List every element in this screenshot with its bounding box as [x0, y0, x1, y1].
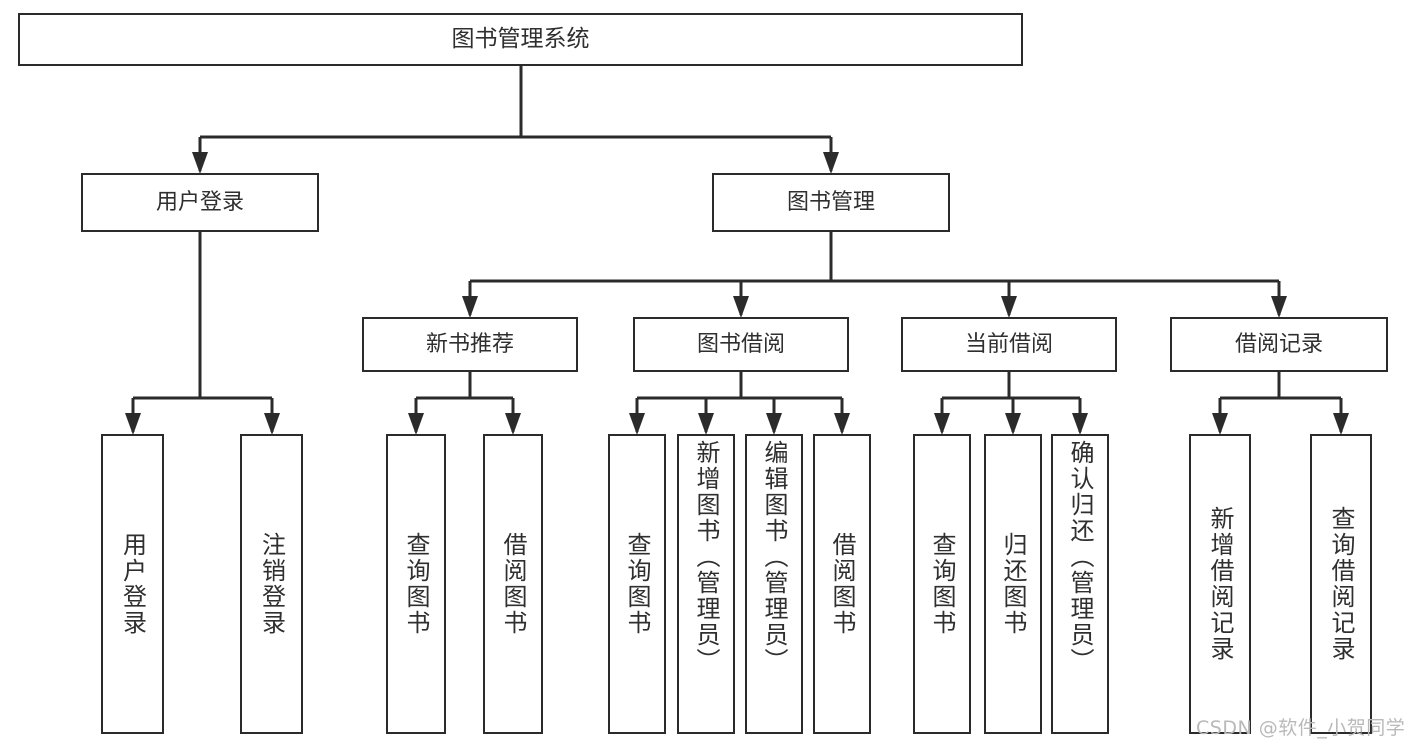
node-label-current-borrow: 当前借阅	[964, 331, 1053, 357]
node-label-leaf-rec-borrow: 借阅图书	[499, 532, 527, 636]
node-label-leaf-logout: 注销登录	[257, 532, 286, 636]
node-leaf-bb-borrow[interactable]: 借阅图书	[813, 434, 871, 734]
node-label-new-book-rec: 新书推荐	[425, 331, 514, 357]
node-label-leaf-cb-search: 查询图书	[928, 532, 956, 636]
node-leaf-br-add[interactable]: 新增借阅记录	[1189, 434, 1251, 734]
node-borrow-record[interactable]: 借阅记录	[1170, 317, 1388, 372]
node-label-leaf-cb-return: 归还图书	[999, 532, 1027, 636]
node-leaf-cb-search[interactable]: 查询图书	[913, 434, 971, 734]
watermark-label: CSDN @软件_小贺同学	[1196, 717, 1405, 739]
node-book-borrow[interactable]: 图书借阅	[633, 317, 849, 372]
node-label-leaf-bb-borrow: 借阅图书	[828, 532, 856, 636]
node-label-leaf-cb-confirm: 确认归还（管理员）	[1066, 440, 1094, 674]
node-label-book-manage: 图书管理	[786, 189, 875, 215]
node-leaf-bb-add[interactable]: 新增图书（管理员）	[677, 434, 735, 734]
node-leaf-user-login[interactable]: 用户登录	[101, 434, 164, 734]
node-label-leaf-bb-search: 查询图书	[623, 532, 651, 636]
node-current-borrow[interactable]: 当前借阅	[901, 317, 1117, 372]
node-leaf-logout[interactable]: 注销登录	[240, 434, 303, 734]
node-label-user-login: 用户登录	[155, 189, 244, 215]
node-leaf-rec-search[interactable]: 查询图书	[386, 434, 446, 734]
node-label-leaf-user-login: 用户登录	[118, 532, 147, 636]
node-label-book-borrow: 图书借阅	[696, 331, 785, 357]
node-leaf-rec-borrow[interactable]: 借阅图书	[483, 434, 543, 734]
node-new-book-rec[interactable]: 新书推荐	[362, 317, 578, 372]
node-label-leaf-rec-search: 查询图书	[402, 532, 430, 636]
node-label-leaf-bb-edit: 编辑图书（管理员）	[760, 440, 788, 674]
node-root[interactable]: 图书管理系统	[18, 13, 1023, 66]
node-book-manage[interactable]: 图书管理	[712, 173, 950, 232]
node-leaf-bb-search[interactable]: 查询图书	[608, 434, 666, 734]
node-leaf-br-search[interactable]: 查询借阅记录	[1310, 434, 1372, 734]
node-leaf-cb-return[interactable]: 归还图书	[984, 434, 1042, 734]
node-user-login[interactable]: 用户登录	[81, 173, 319, 232]
node-label-root: 图书管理系统	[451, 25, 590, 52]
node-label-leaf-bb-add: 新增图书（管理员）	[692, 440, 720, 674]
node-leaf-cb-confirm[interactable]: 确认归还（管理员）	[1051, 434, 1109, 734]
node-leaf-bb-edit[interactable]: 编辑图书（管理员）	[745, 434, 803, 734]
node-label-leaf-br-add: 新增借阅记录	[1206, 506, 1234, 662]
node-label-borrow-record: 借阅记录	[1234, 331, 1323, 357]
node-label-leaf-br-search: 查询借阅记录	[1327, 506, 1355, 662]
